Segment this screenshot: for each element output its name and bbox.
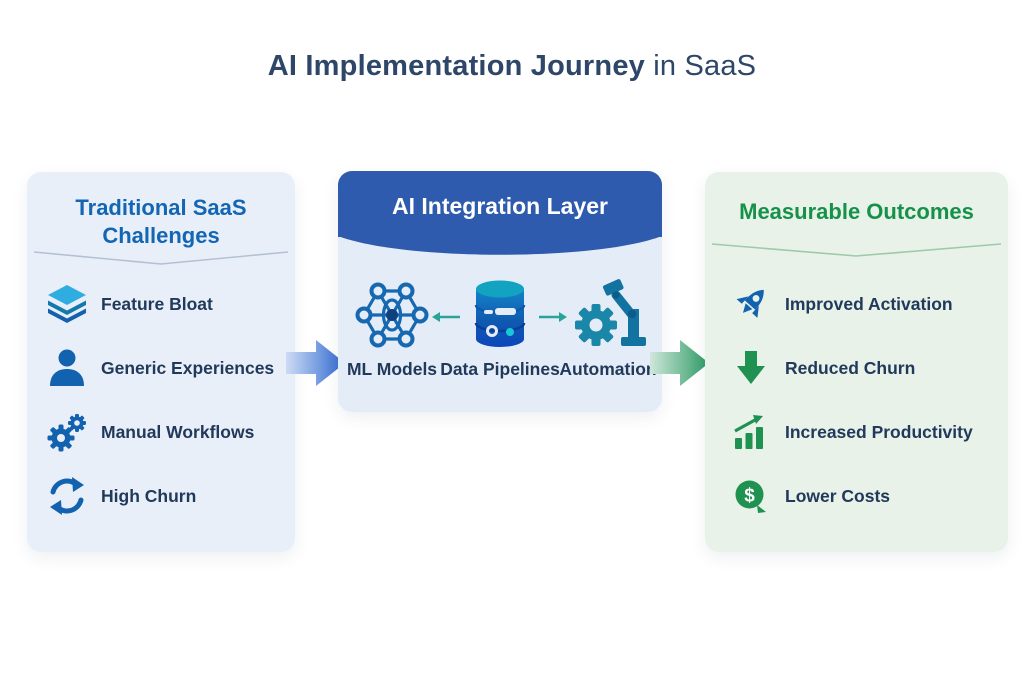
list-item: $ Lower Costs [705, 464, 1008, 528]
integration-item-list: ML Models [338, 275, 662, 380]
header-curve [338, 236, 662, 255]
list-item: Automation [554, 275, 662, 380]
item-label: Reduced Churn [785, 357, 916, 378]
list-item: Data Pipelines [440, 275, 560, 380]
outcomes-item-list: Improved Activation Reduced Churn [705, 272, 1008, 528]
automation-icon [566, 275, 650, 355]
item-label: Data Pipelines [440, 359, 560, 379]
outcomes-panel-title: Measurable Outcomes [739, 199, 974, 224]
item-label: Feature Bloat [101, 293, 213, 314]
item-label: Generic Experiences [101, 357, 275, 378]
data-to-models-arrow-icon [432, 312, 460, 322]
challenges-to-integration-arrow-icon [286, 340, 345, 386]
challenges-panel: Traditional SaaS Challenges Feature Bloa… [27, 172, 295, 552]
item-label: ML Models [346, 359, 438, 379]
list-item: Improved Activation [705, 272, 1008, 336]
list-item: High Churn [27, 464, 295, 528]
integration-panel-title: AI Integration Layer [338, 171, 662, 237]
challenges-item-list: Feature Bloat Generic Experiences [27, 272, 295, 528]
page-title-main: AI Implementation Journey [267, 50, 645, 82]
list-item: Reduced Churn [705, 336, 1008, 400]
outcomes-panel: Measurable Outcomes I [705, 172, 1008, 552]
rocket-icon [731, 284, 771, 324]
down-arrow-icon [731, 348, 771, 388]
item-label: Lower Costs [785, 485, 891, 506]
item-label: Increased Productivity [785, 421, 973, 442]
item-label: Automation [559, 359, 657, 379]
list-item: ML Models [338, 275, 446, 380]
bar-chart-icon [731, 412, 771, 452]
sync-icon [45, 474, 89, 518]
challenges-panel-title: Traditional SaaS Challenges [75, 195, 247, 248]
item-label: Manual Workflows [101, 421, 255, 442]
item-label: High Churn [101, 485, 197, 506]
page-title-suffix: in SaaS [645, 50, 757, 82]
gears-icon [45, 410, 89, 454]
integration-to-outcomes-arrow-icon [650, 340, 709, 386]
integration-panel: AI Integration Layer [338, 171, 662, 412]
user-icon [45, 346, 89, 390]
data-to-automation-arrow-icon [539, 312, 567, 322]
database-icon [462, 275, 538, 355]
chevron-divider [712, 243, 1001, 257]
list-item: Feature Bloat [27, 272, 295, 336]
page-title: AI Implementation Journey in SaaS [0, 50, 1024, 83]
item-label: Improved Activation [785, 293, 953, 314]
dollar-icon: $ [731, 476, 771, 516]
layers-icon [45, 282, 89, 326]
svg-text:$: $ [744, 486, 755, 507]
list-item: Manual Workflows [27, 400, 295, 464]
list-item: Increased Productivity [705, 400, 1008, 464]
chevron-divider [34, 251, 288, 265]
neural-network-icon [352, 275, 432, 355]
list-item: Generic Experiences [27, 336, 295, 400]
